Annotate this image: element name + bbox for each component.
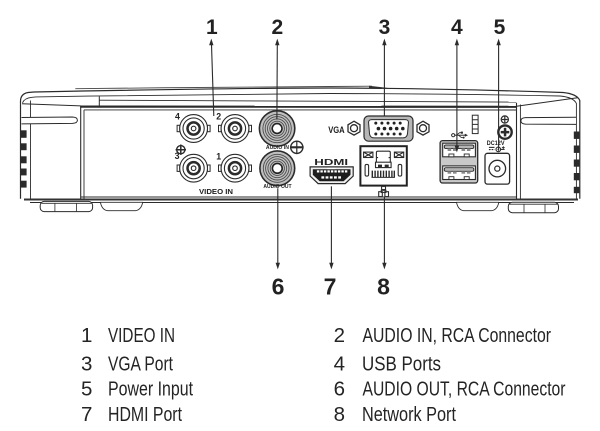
svg-text:4: 4 (334, 353, 345, 376)
svg-text:5: 5 (81, 378, 92, 401)
svg-text:Network Port: Network Port (362, 403, 456, 426)
svg-text:4: 4 (451, 16, 463, 39)
svg-text:VIDEO IN: VIDEO IN (108, 324, 175, 347)
svg-text:VGA Port: VGA Port (108, 353, 173, 376)
svg-text:3: 3 (81, 353, 92, 376)
svg-text:DC12V: DC12V (487, 140, 505, 147)
svg-text:2: 2 (334, 324, 345, 347)
svg-text:2: 2 (216, 111, 221, 121)
svg-text:7: 7 (81, 403, 92, 426)
svg-text:HDMI Port: HDMI Port (108, 403, 182, 426)
svg-text:Power Input: Power Input (108, 378, 193, 401)
svg-text:6: 6 (334, 378, 345, 401)
svg-text:3: 3 (175, 151, 180, 161)
svg-text:8: 8 (334, 403, 345, 426)
svg-text:5: 5 (494, 16, 506, 39)
svg-text:1: 1 (206, 16, 218, 39)
svg-text:VIDEO IN: VIDEO IN (199, 187, 233, 196)
svg-text:3: 3 (379, 16, 391, 39)
svg-text:6: 6 (272, 274, 285, 300)
svg-text:1: 1 (81, 324, 92, 347)
svg-text:AUDIO IN: AUDIO IN (266, 145, 289, 151)
svg-text:2: 2 (271, 16, 283, 39)
svg-text:VGA: VGA (328, 125, 345, 136)
svg-text:7: 7 (324, 274, 337, 300)
svg-text:AUDIO IN, RCA Connector: AUDIO IN, RCA Connector (363, 324, 552, 347)
svg-text:1: 1 (216, 152, 221, 162)
svg-text:4: 4 (175, 111, 180, 121)
svg-text:AUDIO OUT, RCA Connector: AUDIO OUT, RCA Connector (363, 378, 566, 401)
svg-text:AUDIO OUT: AUDIO OUT (263, 184, 292, 190)
svg-text:HDMI: HDMI (314, 158, 348, 167)
svg-text:USB Ports: USB Ports (362, 353, 441, 376)
svg-text:8: 8 (377, 274, 390, 300)
